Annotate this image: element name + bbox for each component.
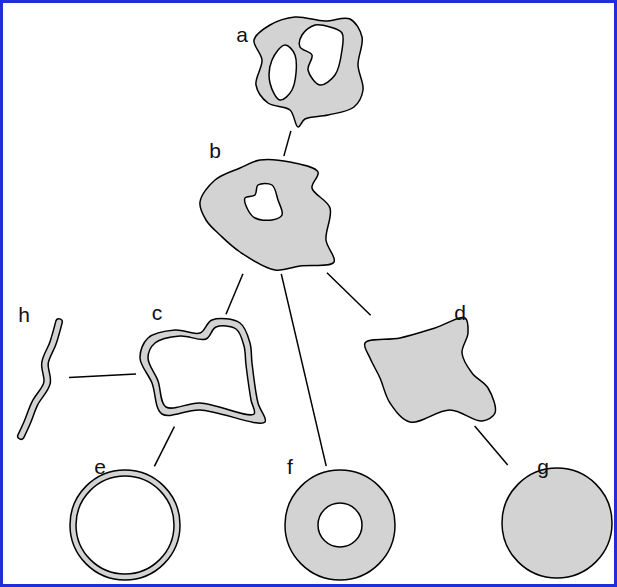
particle-shape: b: [200, 160, 335, 270]
shape-outline: [15, 318, 65, 440]
shape-letter: e: [94, 456, 106, 477]
hollow-shell-shape: c: [140, 318, 265, 423]
circle-path: [285, 470, 395, 580]
connector-line: [327, 273, 371, 315]
particle-shape: a: [250, 15, 365, 127]
circle-path: [70, 470, 180, 580]
connector-line: [69, 374, 136, 378]
shape-outline: [140, 318, 265, 423]
shape-letter: f: [287, 456, 293, 477]
shape-outline: [250, 15, 365, 127]
hollow-sphere: e: [70, 470, 180, 580]
shape-outline: [360, 318, 495, 423]
shape-letter: h: [18, 304, 30, 325]
band-outline: [21, 322, 59, 436]
shape-outline: [70, 470, 180, 580]
shape-letter: g: [537, 456, 549, 477]
shape-outline: [285, 470, 395, 580]
shape-path: [364, 317, 495, 422]
shape-letter: a: [236, 24, 248, 45]
fiber-shape: h: [15, 318, 65, 440]
solid-sphere: g: [502, 468, 612, 578]
shape-letter: b: [209, 140, 221, 161]
connector-line: [281, 274, 326, 466]
shape-path: [140, 319, 266, 424]
solid-particle-shape: d: [360, 318, 495, 423]
shape-outline: [200, 160, 335, 270]
connector-line: [154, 427, 174, 467]
connector-line: [284, 131, 291, 156]
ring-sphere: f: [285, 470, 395, 580]
connector-line: [475, 426, 508, 465]
shape-letter: d: [454, 302, 466, 323]
circle-path: [502, 468, 612, 578]
shape-letter: c: [152, 302, 163, 323]
connector-line: [226, 274, 243, 315]
shape-path: [200, 159, 335, 270]
shape-outline: [502, 468, 612, 578]
band-fill: [21, 322, 59, 436]
shape-path: [254, 17, 363, 127]
